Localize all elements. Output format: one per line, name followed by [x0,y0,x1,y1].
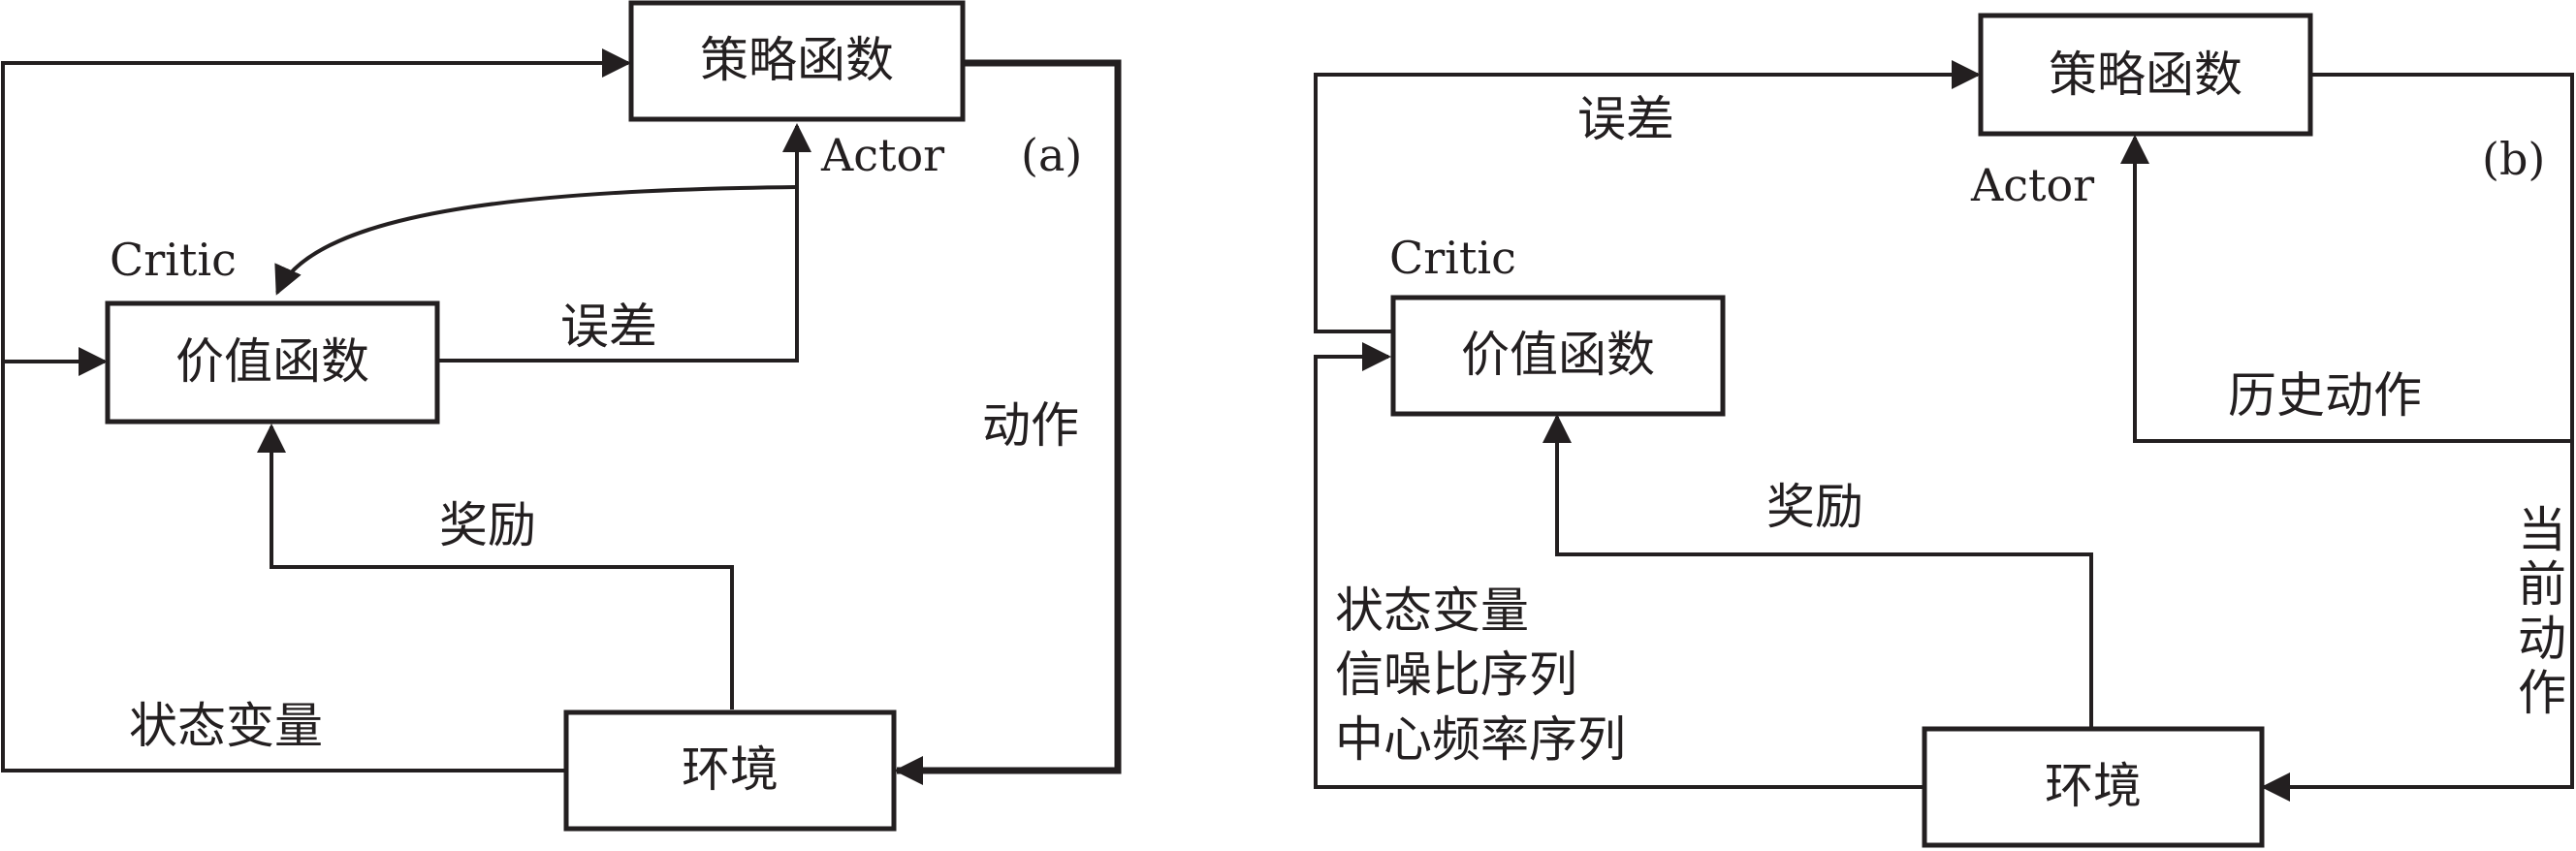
history-action-label-b: 历史动作 [2228,367,2422,424]
policy-function-box-a [628,0,966,122]
panel-b-tag: (b) [2482,133,2545,185]
value-function-label-a: 价值函数 [175,333,369,390]
value-function-label-b: 价值函数 [1461,327,1655,383]
state-loop-arrow-b [1314,342,1923,789]
value-function-box-b [1390,295,1726,417]
policy-function-label-b: 策略函数 [2049,47,2242,103]
current-action-label-b-char1: 当 [2518,502,2566,558]
error-arrow-a [439,123,811,362]
panel-a: 策略函数 价值函数 环境 Actor Critic (a) 误差 动作 奖励 状… [1,0,1122,832]
environment-box-b [1922,726,2265,848]
current-action-label-b-char3: 动 [2518,611,2566,667]
reward-label-b: 奖励 [1766,479,1863,535]
error-label-a: 误差 [560,299,657,355]
reward-arrow-a [257,424,734,709]
actor-label-b: Actor [1970,159,2094,211]
reward-arrow-b [1542,414,2093,729]
actor-to-critic-curve-a [274,185,798,296]
policy-function-label-a: 策略函数 [700,32,894,88]
state-loop-arrow-a [1,48,631,772]
action-arrow-a [894,59,1122,785]
state-label-a: 状态变量 [129,698,323,754]
environment-box-a [563,709,897,832]
current-action-label-b-char4: 作 [2518,665,2566,721]
error-arrow-b [1314,60,1981,333]
action-arrow-b [2261,73,2574,802]
critic-label-a: Critic [110,234,237,286]
history-action-arrow-b [2120,135,2572,443]
state-label-b-line1: 状态变量 [1335,583,1529,639]
state-label-b-line3: 中心频率序列 [1335,711,1626,768]
current-action-label-b-char2: 前 [2518,556,2566,613]
actor-label-a: Actor [820,129,944,181]
environment-label-b: 环境 [2045,758,2142,814]
value-function-box-a [105,300,440,425]
state-label-b-line2: 信噪比序列 [1335,646,1577,703]
panel-b: 策略函数 价值函数 环境 误差 Actor (b) Critic 历史动作 奖励… [1314,13,2574,848]
panel-a-tag: (a) [1021,129,1082,181]
action-label-a: 动作 [982,397,1079,454]
reward-label-a: 奖励 [439,497,536,553]
critic-label-b: Critic [1389,232,1516,284]
error-label-b: 误差 [1577,91,1674,147]
policy-function-box-b [1978,13,2313,137]
environment-label-a: 环境 [682,741,779,798]
